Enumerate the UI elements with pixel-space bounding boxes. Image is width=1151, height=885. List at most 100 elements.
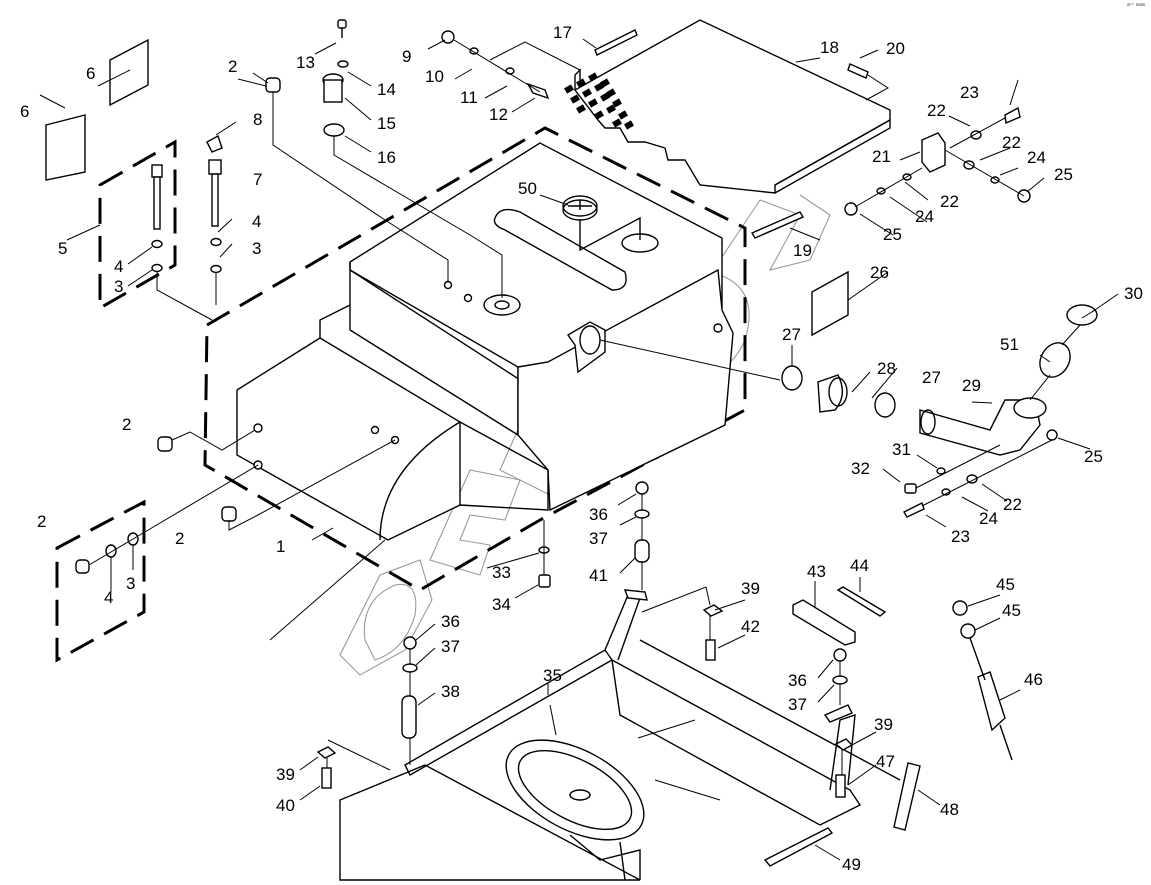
filler-assembly [599, 304, 1098, 518]
callout-25: 25 [1054, 165, 1073, 184]
callout-37: 37 [441, 637, 460, 656]
callout-23: 23 [951, 527, 970, 546]
blocks-43-44 [792, 586, 887, 646]
decals-left [45, 38, 149, 181]
callout-11: 11 [460, 88, 478, 107]
callout-36: 36 [589, 505, 608, 524]
mount-stack-left [316, 636, 418, 789]
callout-14: 14 [377, 80, 396, 99]
callout-2: 2 [122, 415, 131, 434]
callout-3: 3 [114, 277, 123, 296]
callout-25: 25 [883, 225, 902, 244]
bracket-21 [921, 132, 946, 173]
callout-22: 22 [1002, 133, 1021, 152]
callout-40: 40 [276, 796, 295, 815]
bolt-5 [151, 164, 163, 273]
callout-24: 24 [915, 207, 934, 226]
callout-34: 34 [492, 595, 511, 614]
callout-45: 45 [996, 575, 1015, 594]
bolt-7 [206, 134, 223, 274]
callout-2: 2 [37, 512, 46, 531]
callout-21: 21 [872, 147, 891, 166]
callout-3: 3 [126, 574, 135, 593]
callout-2: 2 [175, 529, 184, 548]
strip-49 [763, 827, 834, 867]
screw-20 [847, 63, 869, 79]
callout-37: 37 [788, 695, 807, 714]
callout-2: 2 [228, 57, 237, 76]
callout-36: 36 [788, 671, 807, 690]
leader-lines [39, 38, 1119, 861]
callout-42: 42 [741, 617, 760, 636]
callout-12: 12 [489, 105, 508, 124]
callout-49: 49 [842, 855, 861, 874]
cover-plate [564, 19, 891, 194]
callout-48: 48 [940, 800, 959, 819]
callout-16: 16 [377, 148, 396, 167]
callout-3: 3 [252, 239, 261, 258]
callout-26: 26 [870, 263, 889, 282]
decal-26 [811, 270, 849, 337]
callout-10: 10 [425, 67, 444, 86]
callout-4: 4 [114, 257, 123, 276]
callout-39: 39 [874, 715, 893, 734]
mesh-pattern [564, 72, 634, 130]
pad-48 [893, 762, 921, 831]
callout-23: 23 [960, 83, 979, 102]
callout-15: 15 [377, 114, 396, 133]
callout-22: 22 [940, 192, 959, 211]
callout-30: 30 [1124, 284, 1143, 303]
callout-13: 13 [296, 53, 315, 72]
callout-20: 20 [886, 39, 905, 58]
callout-28: 28 [877, 359, 896, 378]
callout-50: 50 [518, 179, 537, 198]
callout-19: 19 [793, 241, 812, 260]
callout-37: 37 [589, 529, 608, 548]
drain-plug-34 [538, 574, 551, 588]
callout-27: 27 [782, 325, 801, 344]
plug-top [265, 77, 449, 282]
strip-19 [750, 211, 805, 239]
strap-45-46 [952, 600, 1013, 761]
callout-6: 6 [86, 64, 95, 83]
callout-labels: 1 2 2 2 2 3 3 3 4 4 4 5 6 6 7 8 9 10 11 … [20, 23, 1143, 874]
mount-stack-center [634, 481, 724, 661]
bolt-kit-outline [98, 139, 177, 311]
callout-7: 7 [253, 170, 262, 189]
callout-18: 18 [820, 38, 839, 57]
callout-17: 17 [553, 23, 572, 42]
callout-31: 31 [892, 440, 911, 459]
corner-mark: a~ aaa [1126, 2, 1145, 8]
callout-4: 4 [104, 588, 113, 607]
edge-trim-17 [594, 29, 638, 56]
callout-25: 25 [1084, 447, 1103, 466]
callout-39: 39 [276, 765, 295, 784]
callout-43: 43 [807, 562, 826, 581]
callout-45: 45 [1002, 601, 1021, 620]
callout-38: 38 [441, 682, 460, 701]
fuel-tank [236, 142, 734, 541]
callout-51: 51 [1000, 335, 1019, 354]
callout-29: 29 [962, 376, 981, 395]
callout-22: 22 [927, 101, 946, 120]
callout-33: 33 [492, 563, 511, 582]
callout-22: 22 [1003, 495, 1022, 514]
callout-9: 9 [402, 47, 411, 66]
callout-46: 46 [1024, 670, 1043, 689]
tank-frame [339, 589, 901, 881]
callout-39: 39 [741, 579, 760, 598]
callout-44: 44 [850, 556, 869, 575]
breather-cap [562, 195, 641, 252]
callout-4: 4 [252, 212, 261, 231]
callout-27: 27 [922, 368, 941, 387]
fasteners-22-25-upper [844, 106, 1031, 216]
callout-24: 24 [1027, 148, 1046, 167]
callout-5: 5 [58, 239, 67, 258]
callout-1: 1 [276, 537, 285, 556]
callout-47: 47 [876, 752, 895, 771]
callout-35: 35 [543, 666, 562, 685]
callout-41: 41 [589, 566, 608, 585]
callout-24: 24 [979, 509, 998, 528]
sender-group [322, 19, 503, 298]
